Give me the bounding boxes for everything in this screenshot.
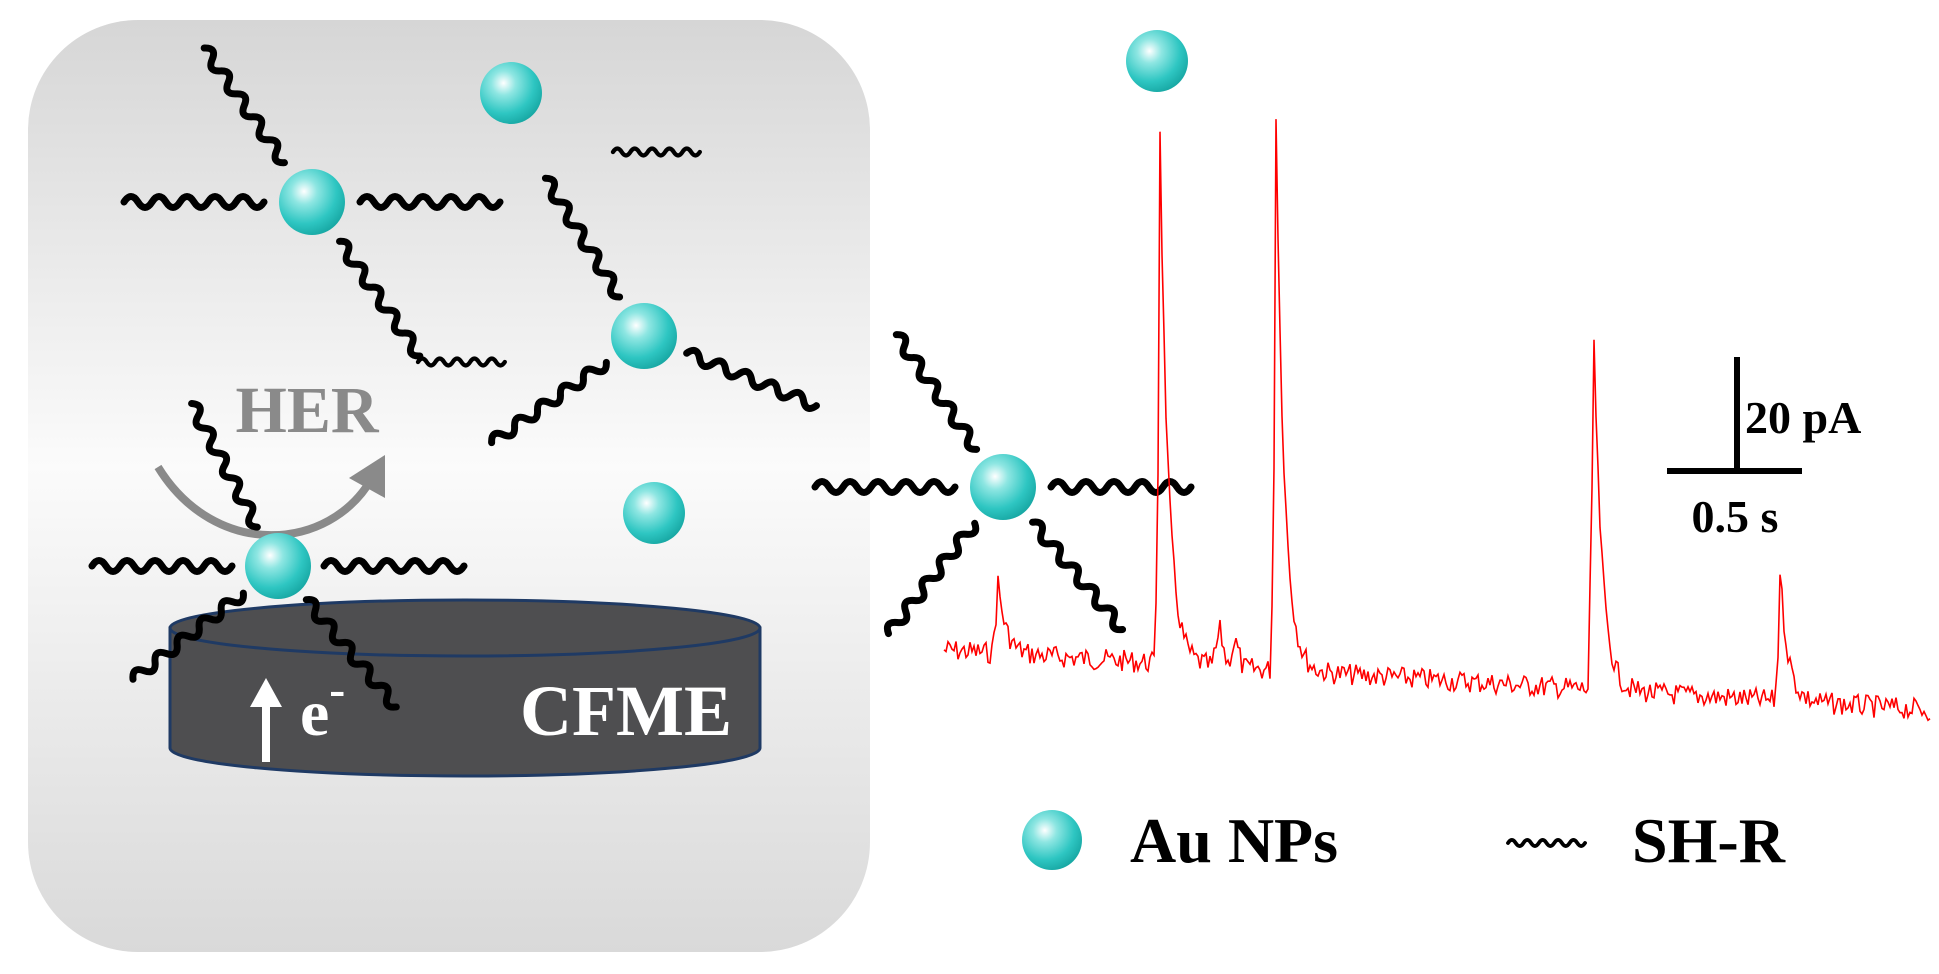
adsorbed-nanoparticle xyxy=(92,401,464,711)
capped-nanoparticle xyxy=(124,45,500,359)
electron-label: e- xyxy=(300,663,345,750)
nanoparticle-icon xyxy=(611,303,677,369)
nanoparticle-icon xyxy=(480,62,542,124)
capped-nanoparticle xyxy=(488,175,818,447)
scale-current-label: 20 pA xyxy=(1745,392,1861,443)
schematic-panel xyxy=(28,20,870,952)
legend-nanoparticle-label: Au NPs xyxy=(1130,805,1338,876)
her-arrow-head-icon xyxy=(349,455,385,498)
nanoparticle-icon xyxy=(279,169,345,235)
legend-ligand-label: SH-R xyxy=(1632,805,1786,876)
legend-ligand-icon xyxy=(1506,838,1587,848)
nanoparticle-icon xyxy=(623,482,685,544)
legend-nanoparticle-icon xyxy=(1022,810,1082,870)
electron-charge: - xyxy=(329,663,345,716)
capped-nanoparticle xyxy=(815,331,1191,636)
nanoparticle-icon xyxy=(245,533,311,599)
electrode-label: CFME xyxy=(520,671,732,751)
her-label: HER xyxy=(235,374,379,447)
nanoparticle-icon xyxy=(970,454,1036,520)
scale-time-label: 0.5 s xyxy=(1692,491,1779,542)
electron-arrow-head-icon xyxy=(250,678,282,707)
nanoparticle-icon xyxy=(1126,30,1188,92)
current-trace xyxy=(943,119,1931,722)
